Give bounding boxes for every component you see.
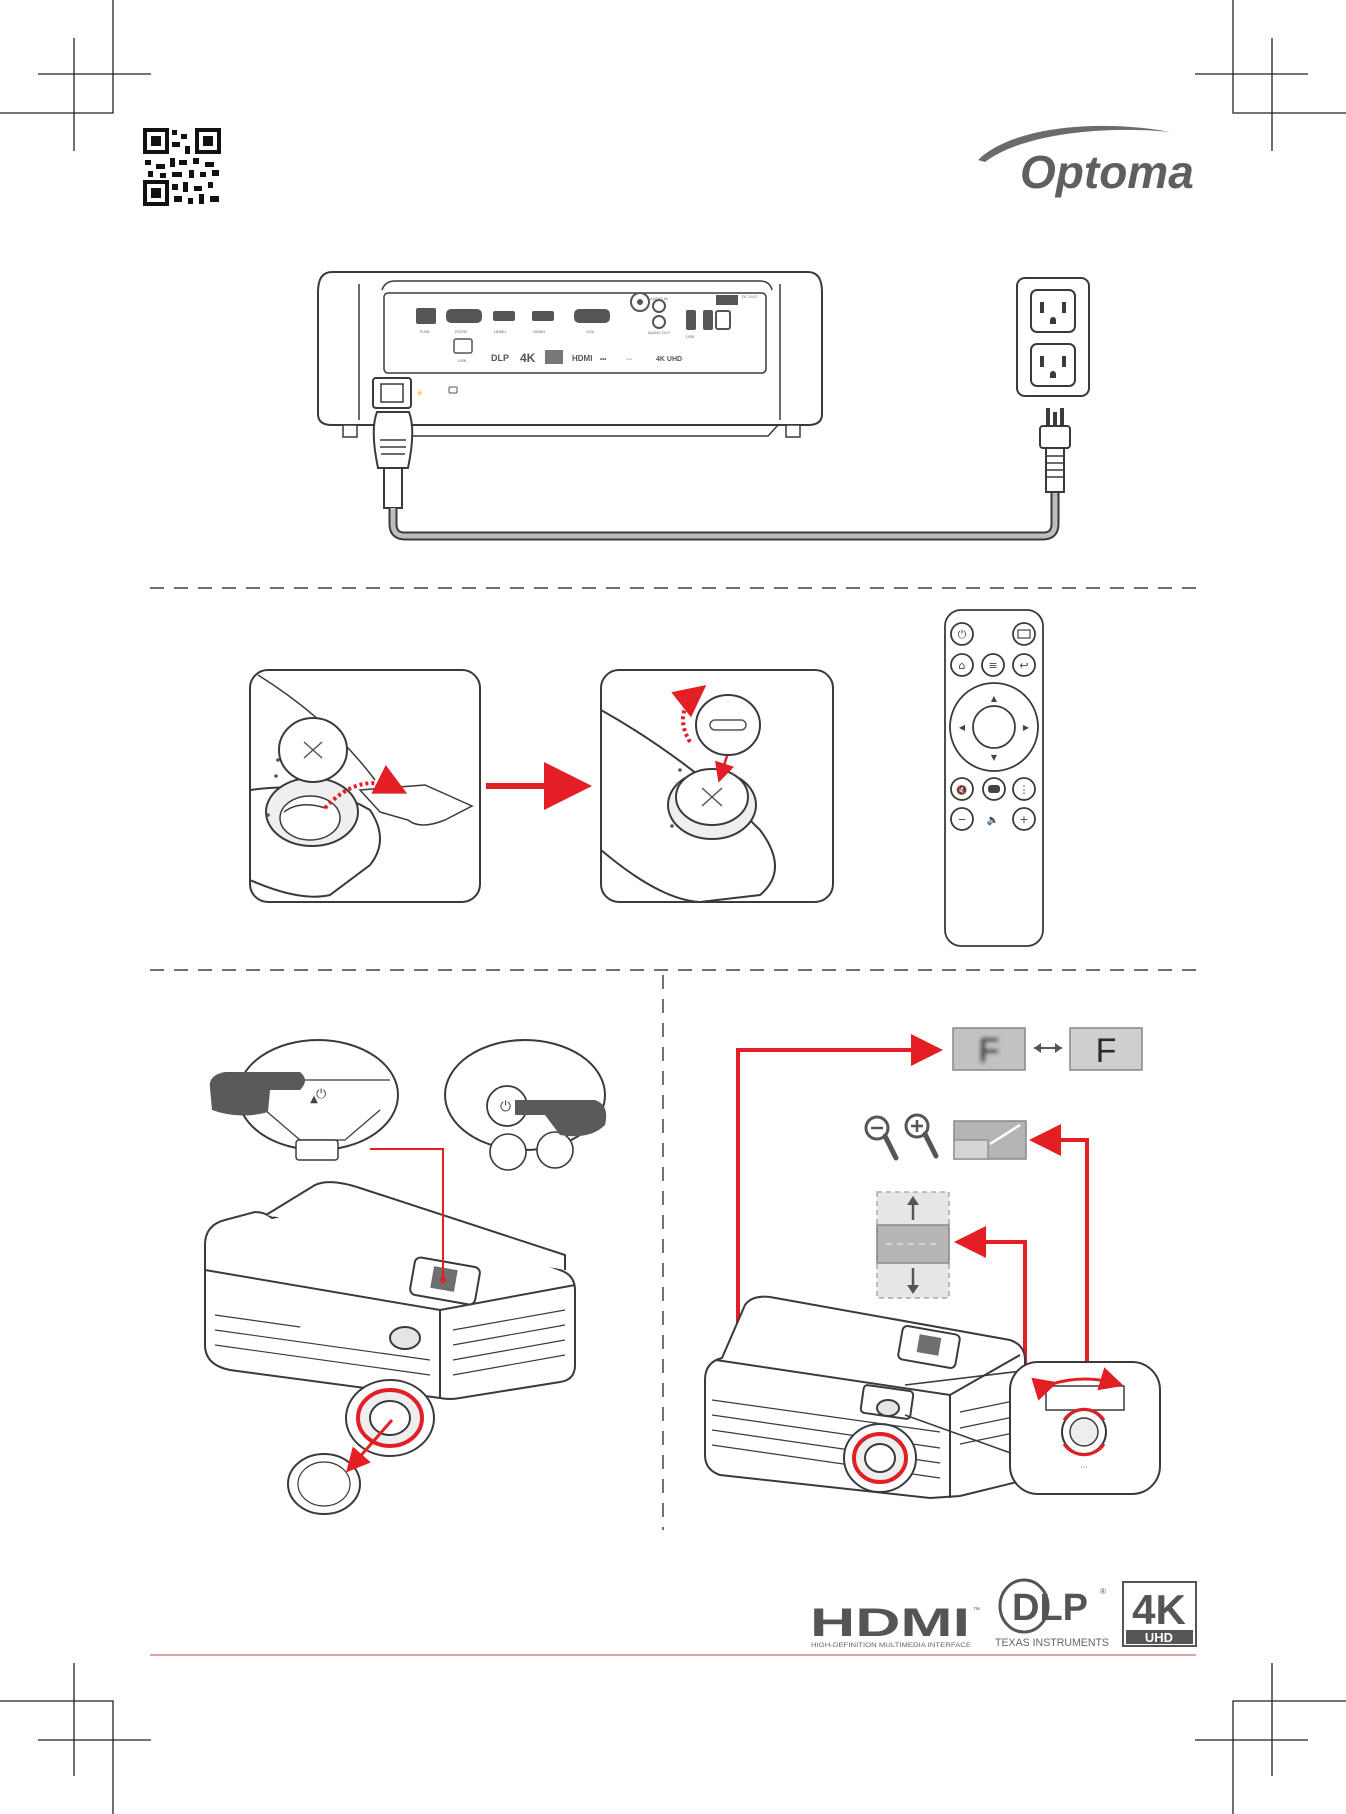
svg-text:◦◦◦: ◦◦◦ <box>626 357 632 363</box>
svg-text:🔈: 🔈 <box>987 815 999 826</box>
label-dc-out: DC OUT <box>742 294 758 299</box>
mini-hdmi-logo: HDMI <box>572 354 592 363</box>
optoma-logo: Optoma <box>978 126 1194 198</box>
label-usb: USB <box>686 334 695 339</box>
label-audio-out: AUDIO OUT <box>648 330 671 335</box>
svg-text:⏻: ⏻ <box>958 628 967 641</box>
svg-text:4K: 4K <box>1132 1586 1186 1633</box>
svg-text:™: ™ <box>973 1607 980 1614</box>
projector-front-right <box>705 1297 1025 1498</box>
svg-text:▲: ▲ <box>991 694 998 703</box>
battery-step-1-panel <box>250 670 480 902</box>
lens-shift-demo <box>877 1192 949 1298</box>
power-cord <box>374 408 1070 536</box>
svg-text:DLP: DLP <box>1012 1587 1088 1629</box>
svg-text:⏻: ⏻ <box>500 1099 511 1115</box>
svg-text:⏻: ⏻ <box>316 1087 326 1102</box>
qr-code[interactable] <box>143 128 221 206</box>
label-rj45: RJ45 <box>420 329 430 334</box>
remote-source-button[interactable] <box>1013 623 1035 645</box>
mini-dlp-logo: DLP <box>491 353 509 363</box>
label-usb-2: USB <box>458 358 467 363</box>
svg-text:↩: ↩ <box>1019 659 1028 672</box>
remote-power-closeup: ⏻ <box>445 1040 606 1170</box>
battery-step-2-panel <box>601 670 833 902</box>
svg-text:•••: ••• <box>600 357 606 363</box>
projector-front-left <box>205 1182 575 1514</box>
brand-name: Optoma <box>1020 146 1194 198</box>
svg-text:🔇: 🔇 <box>956 784 967 796</box>
power-inlet <box>373 378 411 408</box>
4k-uhd-logo: 4K UHD <box>1123 1582 1196 1646</box>
svg-text:HIGH-DEFINITION MULTIMEDIA INT: HIGH-DEFINITION MULTIMEDIA INTERFACE <box>811 1642 971 1649</box>
svg-text:• • •: • • • <box>1081 1464 1088 1469</box>
wall-outlet <box>1017 278 1089 396</box>
svg-text:−: − <box>957 813 966 826</box>
sharp-letter: F <box>1096 1032 1117 1070</box>
label-audio-in: AUDIO IN <box>650 296 668 301</box>
dlp-logo: DLP ® TEXAS INSTRUMENTS <box>995 1580 1109 1649</box>
svg-text:HDMI: HDMI <box>810 1601 970 1645</box>
mini-4kuhd-logo: 4K UHD <box>656 356 682 363</box>
svg-text:⋮: ⋮ <box>1019 783 1030 796</box>
svg-text:◀: ◀ <box>959 723 966 732</box>
remote-ok-button[interactable] <box>973 706 1015 748</box>
svg-text:®: ® <box>1100 1587 1106 1596</box>
svg-text:▶: ▶ <box>1023 723 1030 732</box>
svg-text:▼: ▼ <box>991 753 998 762</box>
svg-text:⚡: ⚡ <box>416 389 423 397</box>
svg-text:+: + <box>1019 813 1028 826</box>
hdmi-logo: HDMI ™ HIGH-DEFINITION MULTIMEDIA INTERF… <box>810 1601 980 1649</box>
svg-text:TEXAS INSTRUMENTS: TEXAS INSTRUMENTS <box>995 1637 1109 1649</box>
svg-text:≡: ≡ <box>988 659 997 672</box>
svg-text:⌂: ⌂ <box>959 659 966 672</box>
focus-demo: F F <box>953 1028 1142 1070</box>
label-rs232: RS232 <box>455 329 468 334</box>
zoom-demo <box>866 1115 1026 1159</box>
keypad-power-closeup: ▲ ⏻ <box>210 1040 398 1160</box>
label-hdmi2: HDMI2 <box>533 329 546 334</box>
blurred-letter: F <box>979 1032 1000 1070</box>
svg-text:UHD: UHD <box>1145 1630 1173 1645</box>
label-hdmi1: HDMI1 <box>494 329 507 334</box>
label-vga: VGA <box>586 329 595 334</box>
mini-4k-logo: 4K <box>520 351 536 365</box>
